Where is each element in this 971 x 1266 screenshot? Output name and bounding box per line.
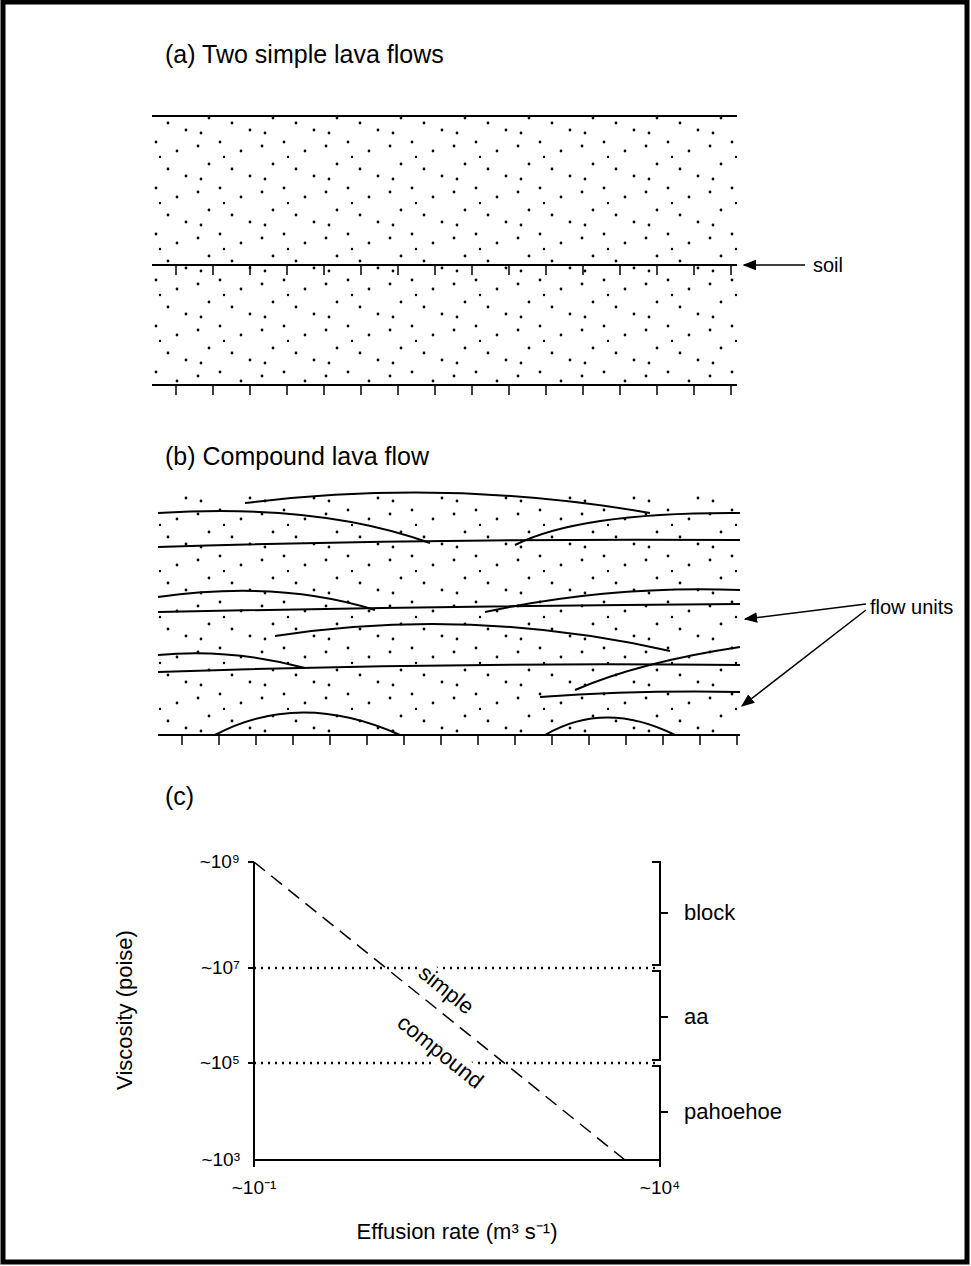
soil-leader (744, 264, 805, 266)
tick-mark (551, 735, 553, 745)
axis-tick-label: ~10⁷ (201, 958, 240, 979)
frame (3, 2, 967, 1262)
tick-mark (656, 265, 658, 275)
tick-mark (693, 265, 695, 275)
tick-mark (255, 735, 257, 745)
tick-mark (249, 265, 251, 275)
tick-mark (181, 735, 183, 745)
tick-mark (545, 385, 547, 395)
tick-mark (736, 735, 738, 745)
flow-units-label: flow units (870, 596, 953, 618)
tick-mark (619, 385, 621, 395)
tick-mark (471, 385, 473, 395)
tick-mark (514, 735, 516, 745)
tick-mark (699, 735, 701, 745)
tick-mark (582, 385, 584, 395)
tick-mark (249, 385, 251, 395)
tick-mark (656, 385, 658, 395)
axis-title: Viscosity (poise) (113, 930, 137, 1090)
tick-mark (471, 265, 473, 275)
viscosity-chart (248, 862, 668, 1167)
axis-title: Effusion rate (m³ s⁻¹) (357, 1220, 558, 1244)
tick-mark (545, 265, 547, 275)
tick-mark (218, 735, 220, 745)
axis-tick-label: ~10⁵ (200, 1053, 240, 1074)
tick-mark (212, 265, 214, 275)
lava-type-label: pahoehoe (684, 1100, 782, 1124)
tick-mark (730, 385, 732, 395)
tick-mark (323, 385, 325, 395)
tick-mark (403, 735, 405, 745)
tick-mark (397, 385, 399, 395)
axis-tick-label: ~10⁻¹ (232, 1178, 277, 1199)
lava-type-label: block (684, 901, 735, 925)
tick-mark (625, 735, 627, 745)
axis-tick-label: ~10⁴ (640, 1178, 680, 1199)
tick-mark (360, 265, 362, 275)
axis-tick-label: ~10³ (201, 1150, 240, 1171)
tick-mark (508, 265, 510, 275)
tick-mark (582, 265, 584, 275)
base-ticks (176, 265, 737, 745)
tick-mark (286, 265, 288, 275)
tick-mark (730, 265, 732, 275)
tick-mark (212, 385, 214, 395)
tick-mark (434, 265, 436, 275)
tick-mark (508, 385, 510, 395)
tick-mark (662, 735, 664, 745)
tick-mark (397, 265, 399, 275)
soil-label: soil (813, 254, 843, 276)
tick-mark (323, 265, 325, 275)
tick-mark (360, 385, 362, 395)
tick-mark (693, 385, 695, 395)
axis-tick-label: ~10⁹ (200, 852, 240, 873)
panel-title: (b) Compound lava flow (165, 443, 429, 471)
region-label: compound (390, 1009, 490, 1096)
tick-mark (175, 385, 177, 395)
tick-mark (588, 735, 590, 745)
simple-flows (152, 116, 805, 385)
tick-mark (477, 735, 479, 745)
tick-mark (286, 385, 288, 395)
tick-mark (366, 735, 368, 745)
panel-title: (a) Two simple lava flows (165, 41, 444, 69)
tick-mark (440, 735, 442, 745)
tick-mark (619, 265, 621, 275)
tick-mark (329, 735, 331, 745)
compound-flow (158, 493, 866, 735)
lava-type-label: aa (684, 1005, 708, 1029)
tick-mark (292, 735, 294, 745)
tick-mark (434, 385, 436, 395)
tick-mark (175, 265, 177, 275)
region-label: simple (411, 959, 480, 1021)
panel-title: (c) (165, 783, 194, 811)
